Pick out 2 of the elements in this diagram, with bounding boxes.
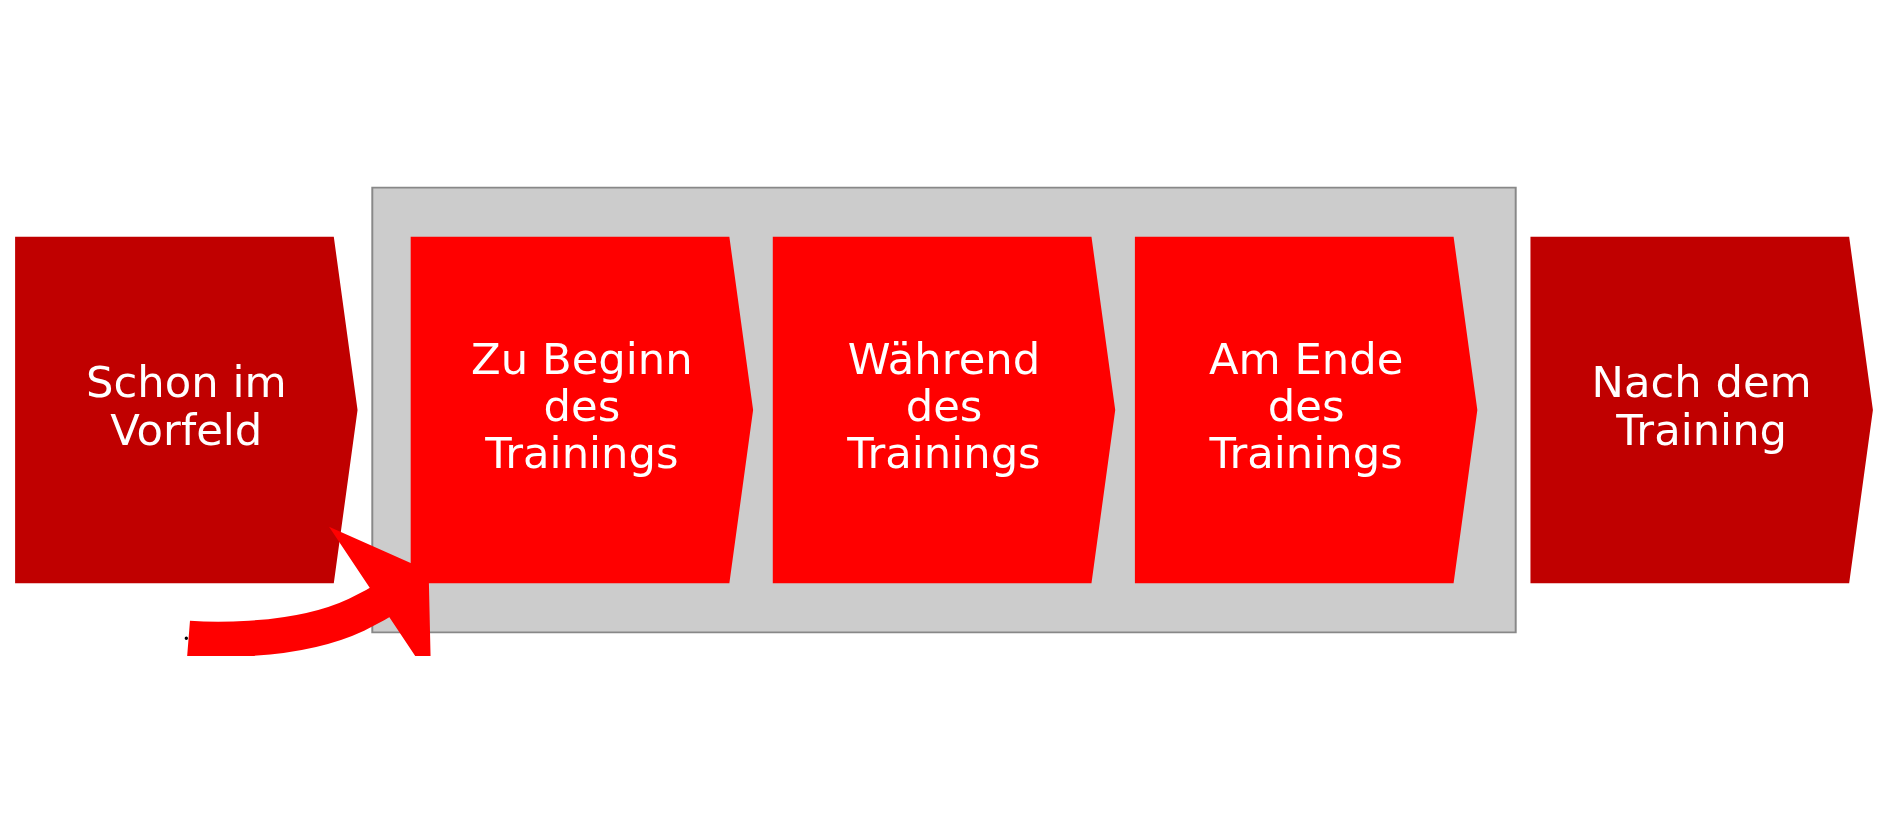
- arrow: [187, 526, 432, 656]
- cluster: [371, 186, 1517, 633]
